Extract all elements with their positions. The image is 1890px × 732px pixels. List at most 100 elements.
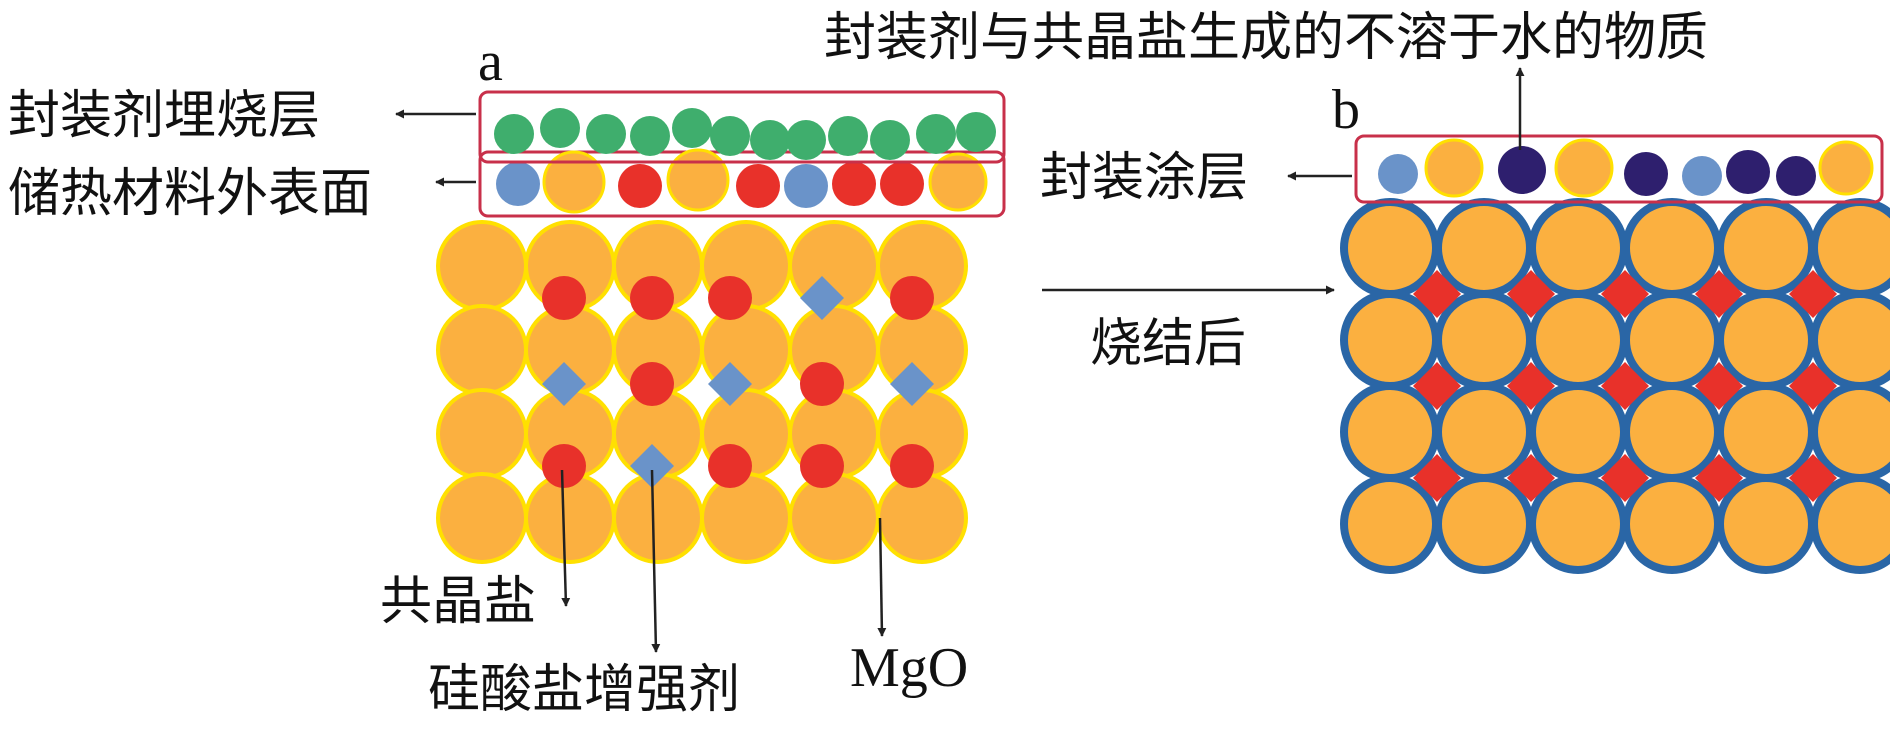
mgo-particle [612, 472, 704, 564]
annotation-arrows [395, 67, 1525, 653]
insoluble-product-particle [1624, 152, 1668, 196]
silicate-enhancer-particle [890, 362, 934, 406]
eutectic-salt-particle [1507, 270, 1555, 318]
insoluble-product-label: 封装剂与共晶盐生成的不溶于水的物质 [824, 8, 1709, 68]
eutectic-salt-particle [1695, 454, 1743, 502]
silicate-enhancer-particle [800, 276, 844, 320]
silicate-enhancer-particle [542, 362, 586, 406]
silicate-enhancer-label: 硅酸盐增强剂 [428, 660, 741, 720]
coating-silicate-particle [1378, 154, 1418, 194]
surface-silicate-particle [784, 164, 828, 208]
eutectic-salt-label: 共晶盐 [380, 572, 537, 632]
coated-mgo-particle [1340, 198, 1440, 298]
encapsulant-particle [750, 120, 790, 160]
encapsulant-particle [540, 108, 580, 148]
coated-mgo-particle [1434, 290, 1534, 390]
surface-eutectic-salt-particle [880, 162, 924, 206]
insoluble-product-particle [1498, 146, 1546, 194]
coating-layer-frame [1354, 134, 1884, 204]
coated-mgo-particle [1810, 382, 1890, 482]
mgo-particle [436, 220, 528, 312]
eutectic-salt-particle [800, 362, 844, 406]
insoluble-product-particle [1776, 156, 1816, 196]
eutectic-salt-particle [1695, 362, 1743, 410]
coated-mgo-particle [1622, 198, 1722, 298]
coated-mgo-particle [1340, 382, 1440, 482]
panel-b-letter: b [1332, 79, 1360, 141]
eutectic-salt-particle [542, 276, 586, 320]
eutectic-salt-particle [630, 362, 674, 406]
mgo-particle [436, 388, 528, 480]
eutectic-salt-particle [800, 444, 844, 488]
coated-mgo-particle [1528, 382, 1628, 482]
storage-material-surface-label: 储热材料外表面 [8, 164, 373, 224]
surface-mgo-particle [928, 152, 988, 212]
eutectic-salt-particle [890, 276, 934, 320]
eutectic-salt-particle [542, 444, 586, 488]
arrow-to-mgo-label [877, 517, 887, 637]
encapsulant-particle [956, 112, 996, 152]
mgo-label: MgO [850, 637, 969, 699]
coated-mgo-particle [1716, 290, 1816, 390]
mgo-particle [876, 472, 968, 564]
mgo-particle [436, 304, 528, 396]
surface-silicate-particle [496, 162, 540, 206]
surface-eutectic-salt-particle [618, 164, 662, 208]
eutectic-salt-particle [1507, 454, 1555, 502]
eutectic-salt-particle [1601, 270, 1649, 318]
panel-a-letter: a [478, 31, 503, 93]
eutectic-salt-particle [1695, 270, 1743, 318]
surface-mgo-particle [666, 148, 730, 212]
after-sintering-label: 烧结后 [1090, 314, 1247, 374]
mgo-particle [524, 472, 616, 564]
eutectic-salt-particle [708, 444, 752, 488]
coated-mgo-particle [1434, 474, 1534, 574]
encapsulation-coating-label: 封装涂层 [1040, 148, 1249, 208]
insoluble-product-particle [1726, 150, 1770, 194]
surface-mgo-particle [542, 150, 606, 214]
coating-mgo-particle [1554, 138, 1614, 198]
eutectic-salt-particle [1601, 362, 1649, 410]
coated-mgo-particle [1528, 474, 1628, 574]
encapsulant-particle [494, 114, 534, 154]
encapsulant-particle [870, 120, 910, 160]
encapsulant-particle [828, 116, 868, 156]
eutectic-salt-particle [1789, 362, 1837, 410]
arrow-to-silicate-label [650, 469, 661, 653]
eutectic-salt-particle [708, 276, 752, 320]
encapsulant-particle [710, 116, 750, 156]
eutectic-salt-particle [1789, 270, 1837, 318]
silicate-enhancer-particle [630, 444, 674, 488]
encapsulant-burial-layer-label: 封装剂埋烧层 [8, 86, 321, 146]
coated-mgo-particle [1434, 198, 1534, 298]
coated-mgo-particle [1810, 290, 1890, 390]
mgo-particle [700, 472, 792, 564]
eutectic-salt-particle [1507, 362, 1555, 410]
eutectic-salt-particle [890, 444, 934, 488]
mgo-particle [788, 472, 880, 564]
eutectic-salt-particle [630, 276, 674, 320]
coated-mgo-particle [1622, 474, 1722, 574]
eutectic-salt-particle [1601, 454, 1649, 502]
coated-mgo-particle [1528, 198, 1628, 298]
coated-mgo-particle [1340, 290, 1440, 390]
mgo-particle [436, 472, 528, 564]
arrow-to-eutectic-salt-label [560, 469, 571, 607]
coated-mgo-particle [1340, 474, 1440, 574]
eutectic-salt-particle [1413, 270, 1461, 318]
panel-b-after-sintering [1340, 134, 1890, 574]
coated-mgo-particle [1622, 290, 1722, 390]
coated-mgo-particle [1716, 198, 1816, 298]
encapsulant-layer-frame [478, 90, 1006, 164]
encapsulant-particle [786, 120, 826, 160]
encapsulant-particle [916, 114, 956, 154]
encapsulant-particle [672, 108, 712, 148]
surface-eutectic-salt-particle [832, 162, 876, 206]
coated-mgo-particle [1622, 382, 1722, 482]
coated-mgo-particle [1716, 382, 1816, 482]
encapsulant-particle [586, 114, 626, 154]
silicate-enhancer-particle [708, 362, 752, 406]
eutectic-salt-particle [1413, 362, 1461, 410]
coated-mgo-particle [1810, 474, 1890, 574]
